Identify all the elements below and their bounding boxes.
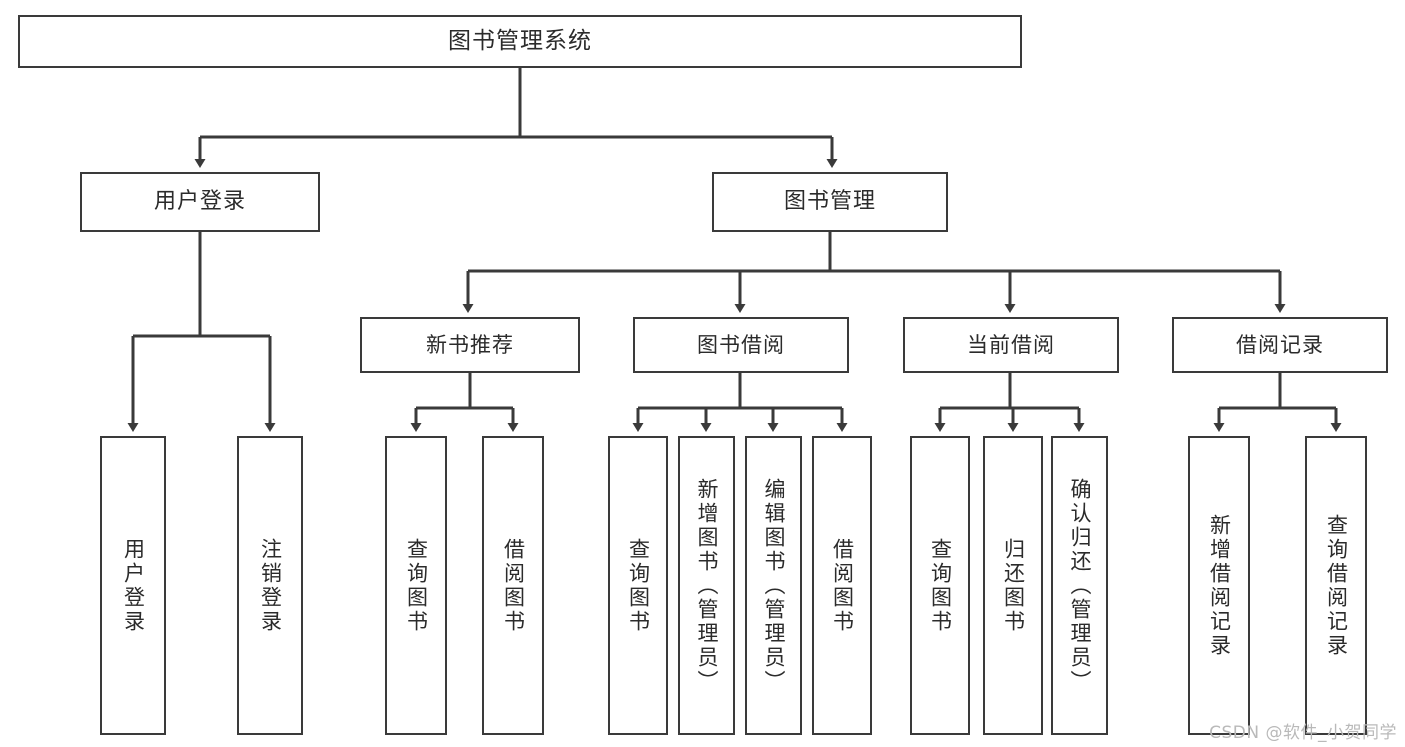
node-leaf-add-book-label: 新增图书（管理员） <box>695 477 719 694</box>
node-root-label: 图书管理系统 <box>448 28 592 55</box>
node-book-borrow[interactable]: 图书借阅 <box>633 317 849 373</box>
node-leaf-query-record-label: 查询借阅记录 <box>1324 513 1349 658</box>
node-leaf-add-book[interactable]: 新增图书（管理员） <box>678 436 735 735</box>
node-new-book-rec-label: 新书推荐 <box>426 332 514 357</box>
node-user-login[interactable]: 用户登录 <box>80 172 320 232</box>
node-book-manage-label: 图书管理 <box>783 189 876 215</box>
node-leaf-borrow-book-rec[interactable]: 借阅图书 <box>482 436 544 735</box>
node-leaf-borrow-book[interactable]: 借阅图书 <box>812 436 872 735</box>
node-leaf-query-book-rec[interactable]: 查询图书 <box>385 436 447 735</box>
node-leaf-add-record[interactable]: 新增借阅记录 <box>1188 436 1250 735</box>
node-leaf-user-logout-label: 注销登录 <box>258 537 283 634</box>
node-leaf-query-book-cur[interactable]: 查询图书 <box>910 436 970 735</box>
node-leaf-query-book-cur-label: 查询图书 <box>928 537 953 634</box>
node-leaf-user-logout[interactable]: 注销登录 <box>237 436 303 735</box>
node-leaf-borrow-book-rec-label: 借阅图书 <box>501 537 526 634</box>
node-root[interactable]: 图书管理系统 <box>18 15 1022 68</box>
node-leaf-add-record-label: 新增借阅记录 <box>1207 513 1232 658</box>
node-leaf-borrow-book-label: 借阅图书 <box>830 537 855 634</box>
node-leaf-query-record[interactable]: 查询借阅记录 <box>1305 436 1367 735</box>
node-leaf-user-login-label: 用户登录 <box>121 537 146 634</box>
node-current-borrow-label: 当前借阅 <box>967 332 1055 357</box>
node-borrow-record[interactable]: 借阅记录 <box>1172 317 1388 373</box>
node-borrow-record-label: 借阅记录 <box>1236 332 1324 357</box>
node-leaf-return-book-label: 归还图书 <box>1001 537 1026 634</box>
node-leaf-return-book[interactable]: 归还图书 <box>983 436 1043 735</box>
node-leaf-query-book-borrow[interactable]: 查询图书 <box>608 436 668 735</box>
node-book-borrow-label: 图书借阅 <box>697 332 785 357</box>
node-new-book-rec[interactable]: 新书推荐 <box>360 317 580 373</box>
node-leaf-query-book-rec-label: 查询图书 <box>404 537 429 634</box>
node-user-login-label: 用户登录 <box>153 189 246 215</box>
node-leaf-confirm-return-label: 确认归还（管理员） <box>1068 477 1092 694</box>
node-leaf-query-book-borrow-label: 查询图书 <box>626 537 651 634</box>
node-leaf-confirm-return[interactable]: 确认归还（管理员） <box>1051 436 1108 735</box>
watermark-text: CSDN @软件_小贺同学 <box>1209 723 1397 743</box>
node-current-borrow[interactable]: 当前借阅 <box>903 317 1119 373</box>
node-leaf-edit-book-label: 编辑图书（管理员） <box>762 477 786 694</box>
node-leaf-edit-book[interactable]: 编辑图书（管理员） <box>745 436 802 735</box>
node-book-manage[interactable]: 图书管理 <box>712 172 948 232</box>
node-leaf-user-login[interactable]: 用户登录 <box>100 436 166 735</box>
